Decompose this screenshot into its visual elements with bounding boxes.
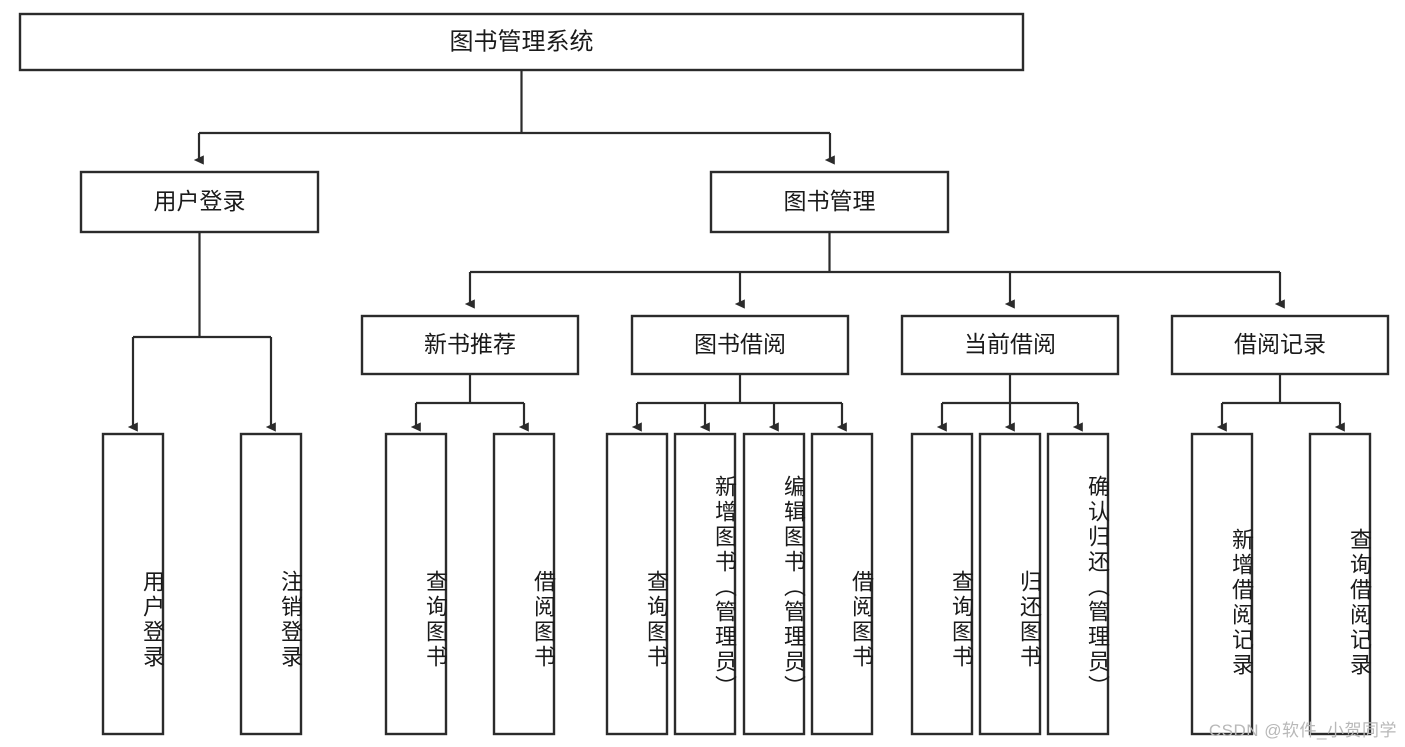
leaf-box-book-borrow-4[interactable] [810,432,874,736]
node-book-manage-box[interactable] [709,170,950,234]
leaf-box-borrow-record-1[interactable] [1190,432,1254,736]
node-root-box[interactable] [18,12,1025,72]
node-book-borrow-label: 图书借阅 [694,331,786,357]
leaf-box-book-borrow-3[interactable] [742,432,806,736]
node-new-book-recommend[interactable]: 新书推荐 [360,314,580,376]
leaf-box-user-login-2[interactable] [239,432,303,736]
leaf-box-borrow-record-2[interactable] [1308,432,1372,736]
node-current-borrow[interactable]: 当前借阅 [900,314,1120,376]
leaf-box-user-login-1[interactable] [101,432,165,736]
leaf-box-current-borrow-1[interactable] [910,432,974,736]
node-book-borrow-box[interactable] [630,314,850,376]
leaf-box-book-borrow-2[interactable] [673,432,737,736]
node-book-manage[interactable]: 图书管理 [709,170,950,234]
node-root-label: 图书管理系统 [450,28,594,55]
leaf-box-new-book-2[interactable] [492,432,556,736]
node-root[interactable]: 图书管理系统 [18,12,1025,72]
node-borrow-record[interactable]: 借阅记录 [1170,314,1390,376]
node-new-book-recommend-label: 新书推荐 [424,331,516,357]
node-current-borrow-box[interactable] [900,314,1120,376]
node-borrow-record-box[interactable] [1170,314,1390,376]
node-book-borrow[interactable]: 图书借阅 [630,314,850,376]
leaf-box-book-borrow-1[interactable] [605,432,669,736]
node-user-login-label: 用户登录 [154,188,246,214]
node-current-borrow-label: 当前借阅 [964,331,1056,357]
leaf-box-current-borrow-2[interactable] [978,432,1042,736]
csdn-watermark: CSDN @软件_小贺同学 [1208,721,1397,740]
leaf-box-new-book-1[interactable] [384,432,448,736]
node-user-login[interactable]: 用户登录 [79,170,320,234]
node-borrow-record-label: 借阅记录 [1234,331,1326,357]
node-new-book-recommend-box[interactable] [360,314,580,376]
node-book-manage-label: 图书管理 [784,188,876,214]
leaf-box-current-borrow-3[interactable] [1046,432,1110,736]
